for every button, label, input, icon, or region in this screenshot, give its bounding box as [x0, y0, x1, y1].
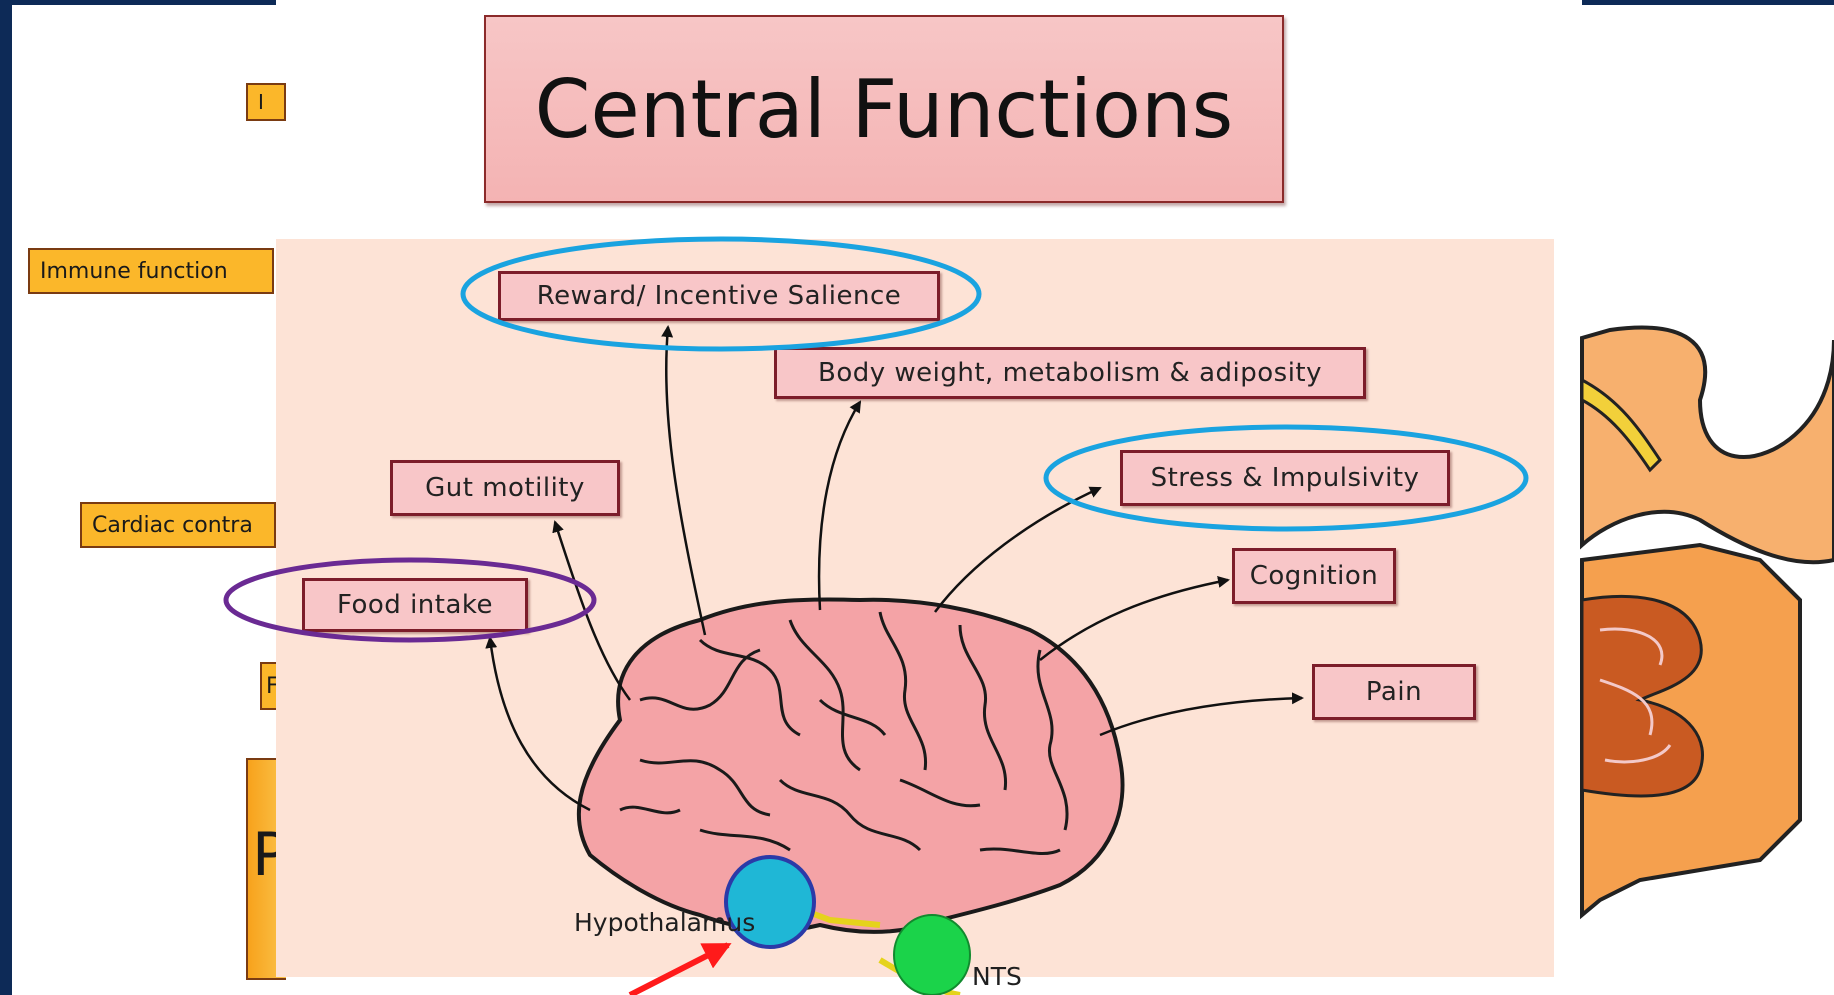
function-pain-label: Pain	[1366, 677, 1422, 707]
function-body-weight: Body weight, metabolism & adiposity	[774, 347, 1366, 399]
function-stress-label: Stress & Impulsivity	[1151, 463, 1420, 493]
page-title: Central Functions	[535, 63, 1234, 156]
frame-left-bar	[0, 0, 12, 995]
function-stress: Stress & Impulsivity	[1120, 450, 1450, 506]
function-pain: Pain	[1312, 664, 1476, 720]
label-immune-function: Immune function	[28, 248, 274, 294]
function-reward-label: Reward/ Incentive Salience	[537, 281, 901, 311]
label-cardiac-text: Cardiac contra	[92, 513, 253, 538]
label-immune-function-text: Immune function	[40, 259, 228, 284]
gut-illustration-panel	[1582, 328, 1834, 928]
label-cardiac-contractility: Cardiac contra	[80, 502, 276, 548]
label-partial-top: I	[246, 83, 286, 121]
function-gut-motility: Gut motility	[390, 460, 620, 516]
function-cognition: Cognition	[1232, 548, 1396, 604]
function-gut-motility-label: Gut motility	[425, 473, 585, 503]
nts-label: NTS	[972, 962, 1022, 991]
function-food-intake-label: Food intake	[337, 590, 493, 620]
title-box: Central Functions	[484, 15, 1284, 203]
frame-top-bar-right	[1582, 0, 1834, 5]
function-body-weight-label: Body weight, metabolism & adiposity	[818, 358, 1322, 388]
function-cognition-label: Cognition	[1250, 561, 1379, 591]
frame-top-bar-left	[0, 0, 276, 5]
function-reward: Reward/ Incentive Salience	[498, 271, 940, 321]
label-partial-top-text: I	[258, 90, 264, 114]
function-food-intake: Food intake	[302, 578, 528, 632]
hypothalamus-label: Hypothalamus	[574, 908, 755, 937]
